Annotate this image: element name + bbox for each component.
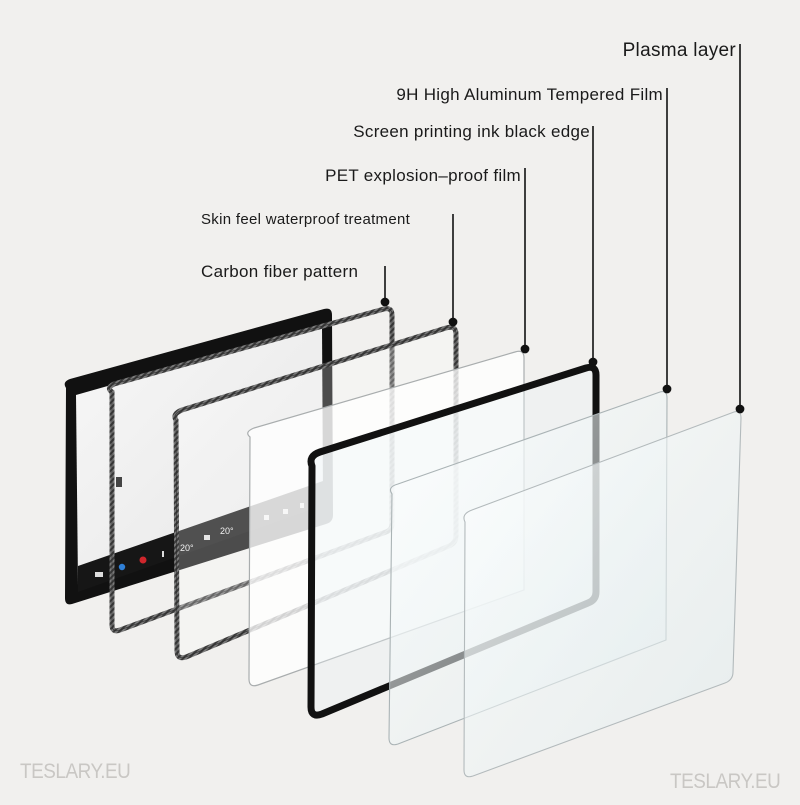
label-plasma: Plasma layer xyxy=(622,40,736,61)
heart-icon xyxy=(139,556,147,564)
bluetooth-icon xyxy=(118,563,126,571)
layer-plasma xyxy=(463,411,742,778)
label-skin: Skin feel waterproof treatment xyxy=(201,211,411,228)
dot-pet xyxy=(520,344,530,354)
label-pet: PET explosion–proof film xyxy=(325,166,521,185)
temp-right: 20° xyxy=(220,526,234,536)
car-icon xyxy=(95,572,103,577)
temp-left: 20° xyxy=(180,543,194,553)
phone-icon xyxy=(162,551,164,557)
dot-plasma xyxy=(735,404,745,414)
watermark-right: TESLARY.EU xyxy=(670,770,781,793)
label-ink-edge: Screen printing ink black edge xyxy=(353,122,590,141)
dot-carbon xyxy=(380,297,390,307)
dot-skin xyxy=(448,317,458,327)
label-tempered: 9H High Aluminum Tempered Film xyxy=(396,85,663,104)
dot-tempered xyxy=(662,384,672,394)
label-carbon: Carbon fiber pattern xyxy=(201,262,359,281)
leader-lines xyxy=(380,44,745,414)
fan-icon xyxy=(204,535,210,540)
watermark-left: TESLARY.EU xyxy=(20,760,131,783)
dot-ink-edge xyxy=(588,357,598,367)
